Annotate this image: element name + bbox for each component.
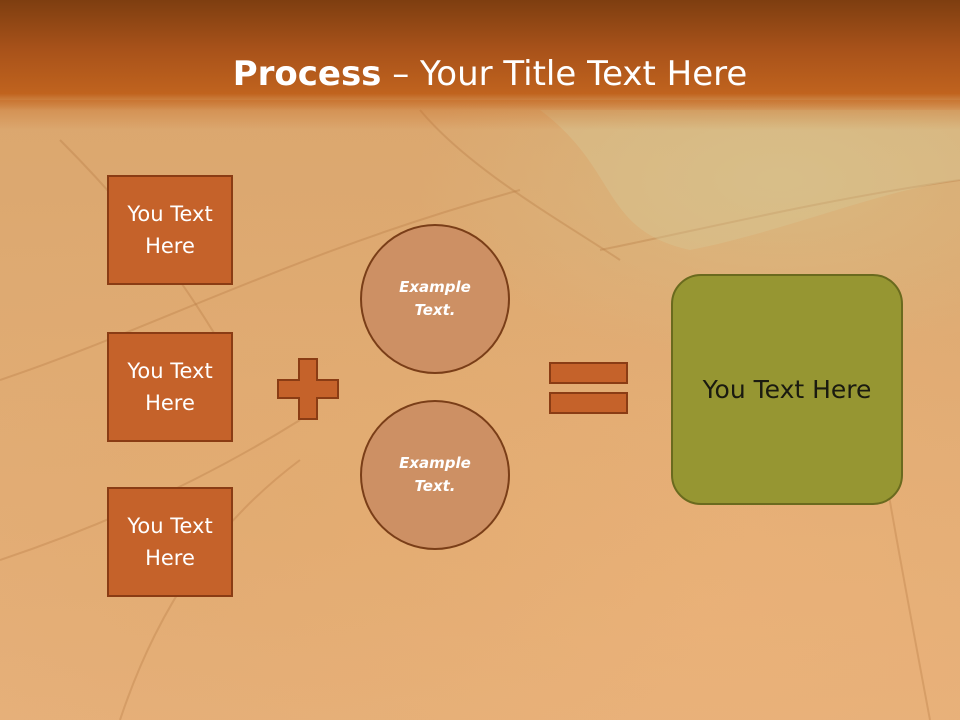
equals-sign-icon bbox=[549, 362, 628, 414]
example-circle-2: Example Text. bbox=[360, 400, 510, 550]
title-banner-fade bbox=[0, 100, 960, 130]
example-circle-2-label: Example Text. bbox=[399, 454, 471, 495]
text-box-2: You Text Here bbox=[107, 332, 233, 442]
result-box-label: You Text Here bbox=[702, 375, 872, 404]
text-box-3: You Text Here bbox=[107, 487, 233, 597]
slide-title: Process – Your Title Text Here bbox=[0, 52, 960, 96]
example-circle-1: Example Text. bbox=[360, 224, 510, 374]
slide-title-rest: – Your Title Text Here bbox=[381, 54, 748, 94]
result-box: You Text Here bbox=[671, 274, 903, 505]
text-box-3-label: You Text Here bbox=[127, 514, 213, 570]
example-circle-1-label: Example Text. bbox=[399, 278, 471, 319]
plus-sign-icon bbox=[277, 358, 339, 420]
text-box-1-label: You Text Here bbox=[127, 202, 213, 258]
slide-title-bold: Process bbox=[232, 54, 382, 94]
title-banner bbox=[0, 0, 960, 110]
text-box-2-label: You Text Here bbox=[127, 359, 213, 415]
text-box-1: You Text Here bbox=[107, 175, 233, 285]
